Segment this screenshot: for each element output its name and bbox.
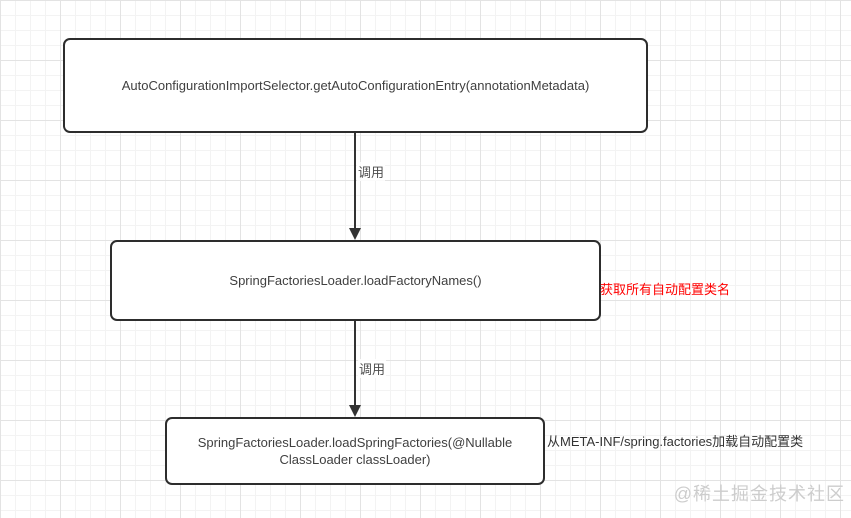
edge-label-call-1: 调用 — [357, 162, 386, 181]
annotation-load-from-spring-factories: 从META-INF/spring.factories加载自动配置类 — [547, 434, 804, 449]
arrowhead-down-icon — [349, 405, 361, 417]
flow-node-label: AutoConfigurationImportSelector.getAutoC… — [121, 78, 590, 93]
juejin-watermark: @稀土掘金技术社区 — [673, 484, 845, 504]
edge-line-2 — [354, 321, 356, 406]
annotation-get-all-autoconfig-class-names: 获取所有自动配置类名 — [600, 282, 731, 297]
flow-node-label: SpringFactoriesLoader.loadFactoryNames() — [229, 273, 482, 288]
flow-node-load-spring-factories: SpringFactoriesLoader.loadSpringFactorie… — [165, 417, 545, 485]
edge-label-call-2: 调用 — [358, 359, 387, 378]
flow-node-load-factory-names: SpringFactoriesLoader.loadFactoryNames() — [110, 240, 601, 321]
flow-node-get-auto-configuration-entry: AutoConfigurationImportSelector.getAutoC… — [63, 38, 648, 133]
edge-line-1 — [354, 133, 356, 229]
flow-node-label: SpringFactoriesLoader.loadSpringFactorie… — [197, 435, 513, 467]
arrowhead-down-icon — [349, 228, 361, 240]
